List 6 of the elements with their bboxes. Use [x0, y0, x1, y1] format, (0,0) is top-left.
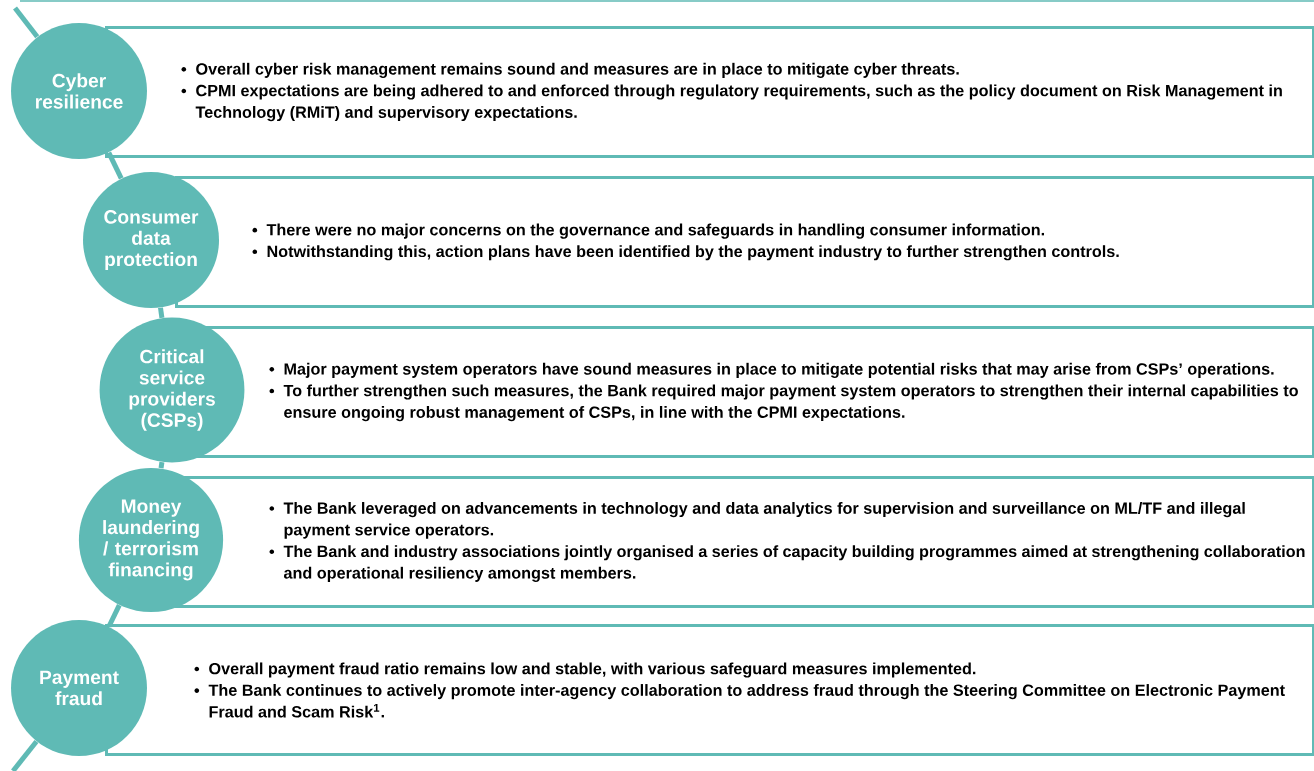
connector-line	[106, 151, 124, 180]
connector-line	[158, 461, 165, 469]
connector-line	[106, 604, 122, 628]
connector-line	[158, 307, 165, 319]
connector-line	[11, 739, 39, 771]
connector-line	[13, 6, 40, 39]
